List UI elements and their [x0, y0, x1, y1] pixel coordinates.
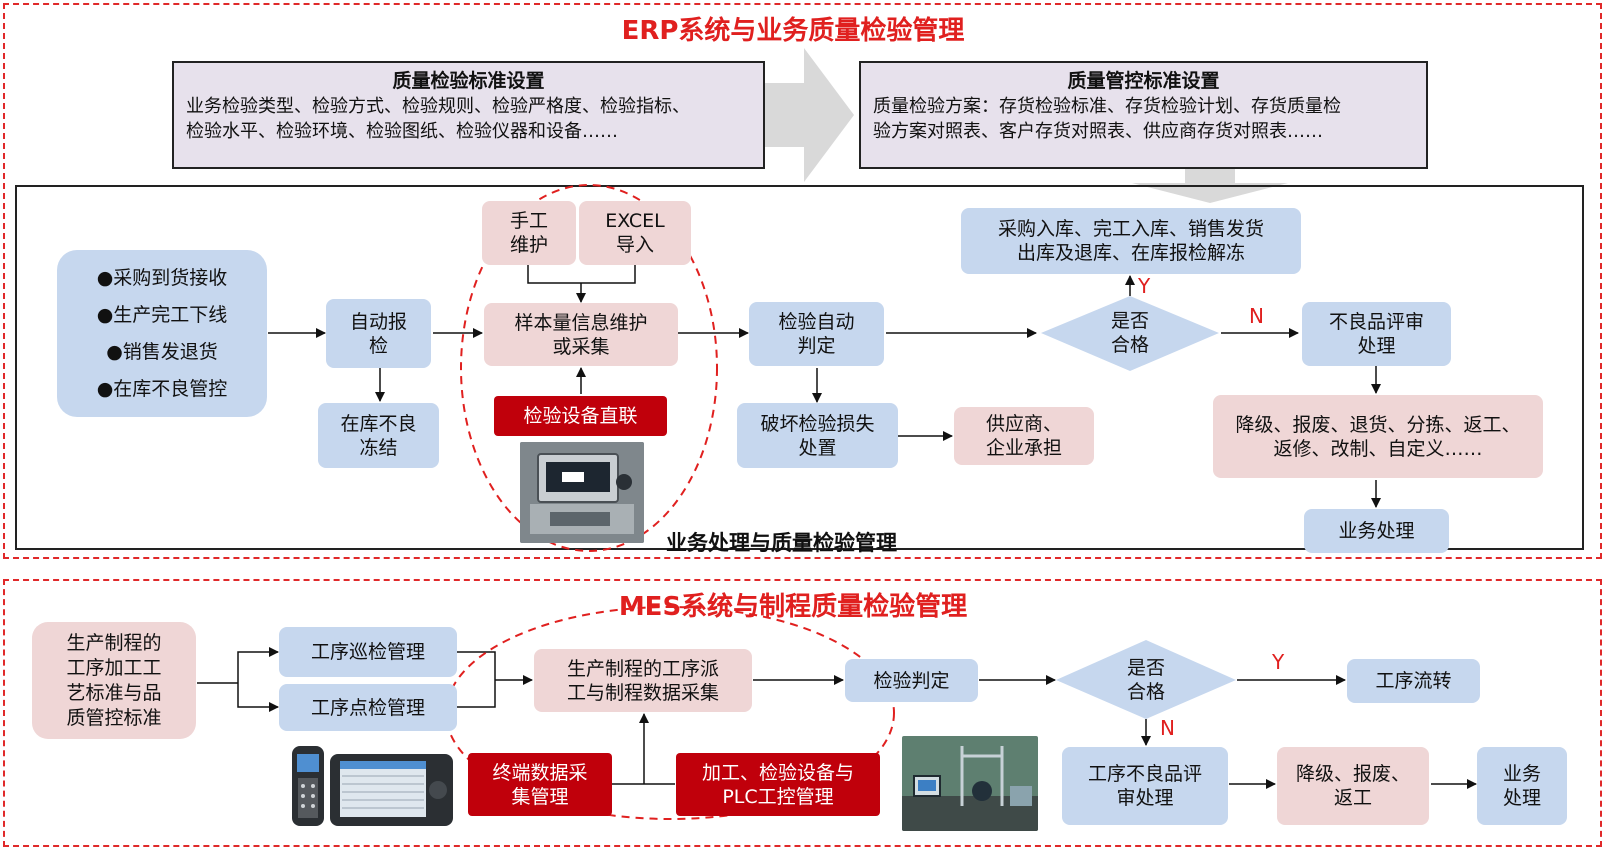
supplier-bears-node: 供应商、 企业承担 — [954, 407, 1094, 465]
production-line-photo — [902, 736, 1038, 831]
edge-patrol-merge — [457, 651, 496, 708]
business-handling-node: 业务处理 — [1304, 509, 1449, 553]
mes-judge-node: 检验判定 — [845, 659, 978, 702]
mes-pass-diamond — [1056, 640, 1236, 719]
std2-line1: 质量检验方案：存货检验标准、存货检验计划、存货质量检 — [873, 96, 1341, 117]
erp-pass-question-text: 是否 合格 — [1110, 310, 1149, 356]
inventory-freeze-node: 在库不良 冻结 — [318, 403, 439, 468]
defect-review-node: 不良品评审 处理 — [1302, 302, 1451, 366]
erp-pass-diamond — [1041, 296, 1219, 371]
device-link-node: 检验设备直联 — [494, 396, 667, 436]
source-item: ●采购到货接收 — [96, 266, 228, 289]
destructive-disposal-node: 破坏检验损失 处置 — [737, 403, 898, 468]
quality-control-standard-box: 质量管控标准设置 质量检验方案：存货检验标准、存货检验计划、存货质量检 验方案对… — [859, 61, 1428, 169]
disposition-options-node: 降级、报废、退货、分拣、返工、 返修、改制、自定义…… — [1213, 395, 1543, 478]
std2-line2: 验方案对照表、客户存货对照表、供应商存货对照表…… — [873, 121, 1323, 142]
edge-split-to-patrol — [237, 647, 279, 683]
downgrade-scrap-rework-node: 降级、报废、 返工 — [1277, 747, 1429, 825]
warehouse-operations-node: 采购入库、完工入库、销售发货 出库及退库、在库报检解冻 — [961, 208, 1301, 274]
process-defect-review-node: 工序不良品评 审处理 — [1062, 747, 1228, 825]
mes-pass-question-text: 是否 合格 — [1126, 657, 1165, 703]
patrol-inspection-node: 工序巡检管理 — [279, 627, 457, 677]
std1-header: 质量检验标准设置 — [392, 70, 545, 92]
erp-section-frame — [3, 3, 1602, 559]
erp-yes-label: Y — [1138, 274, 1151, 298]
erp-section-title: ERP系统与业务质量检验管理 — [621, 16, 965, 46]
process-standard-node: 生产制程的 工序加工工 艺标准与品 质管控标准 — [32, 622, 196, 739]
erp-no-label: N — [1249, 304, 1264, 328]
terminal-data-collection-node: 终端数据采 集管理 — [468, 753, 612, 816]
auto-judge-node: 检验自动 判定 — [749, 302, 884, 366]
mes-no-label: N — [1160, 716, 1175, 740]
dispatch-collection-node: 生产制程的工序派 工与制程数据采集 — [534, 649, 752, 712]
business-process-frame — [15, 185, 1584, 550]
equipment-illustration — [520, 442, 644, 543]
std2-header: 质量管控标准设置 — [1067, 70, 1220, 92]
handheld-scanner-image — [290, 746, 326, 826]
std1-line2: 检验水平、检验环境、检验图纸、检验仪器和设备…… — [186, 121, 618, 142]
inspection-equipment-photo — [520, 442, 644, 543]
plc-control-node: 加工、检验设备与 PLC工控管理 — [676, 753, 880, 816]
std1-line1: 业务检验类型、检验方式、检验规则、检验严格度、检验指标、 — [186, 96, 690, 117]
mes-yes-label: Y — [1272, 650, 1285, 674]
quality-inspection-standard-box: 质量检验标准设置 业务检验类型、检验方式、检验规则、检验严格度、检验指标、 检验… — [172, 61, 765, 169]
auto-report-node: 自动报 检 — [326, 299, 431, 368]
device-highlight-ellipse — [460, 184, 718, 552]
tablet-terminal-image — [330, 750, 453, 830]
business-process-caption: 业务处理与质量检验管理 — [666, 531, 897, 555]
source-item: ●销售发退货 — [106, 340, 218, 363]
mes-business-handling-node: 业务 处理 — [1477, 747, 1567, 825]
source-item: ●生产完工下线 — [96, 303, 228, 326]
sample-size-node: 样本量信息维护 或采集 — [484, 303, 678, 366]
tablet-illustration — [330, 754, 453, 826]
spot-inspection-node: 工序点检管理 — [279, 684, 457, 731]
production-line-illustration — [902, 736, 1038, 831]
manual-maintain-node: 手工 维护 — [482, 201, 576, 265]
grey-right-arrow — [764, 48, 854, 182]
source-item: ●在库不良管控 — [96, 377, 228, 400]
mes-section-title: MES系统与制程质量检验管理 — [618, 592, 968, 622]
inspection-sources-box: ●采购到货接收 ●生产完工下线 ●销售发退货 ●在库不良管控 — [57, 250, 267, 417]
mes-section-frame — [3, 579, 1602, 847]
scanner-illustration — [292, 746, 324, 826]
edge-split-to-spot — [237, 683, 279, 712]
excel-import-node: EXCEL 导入 — [579, 201, 691, 265]
process-flow-node: 工序流转 — [1347, 659, 1480, 703]
